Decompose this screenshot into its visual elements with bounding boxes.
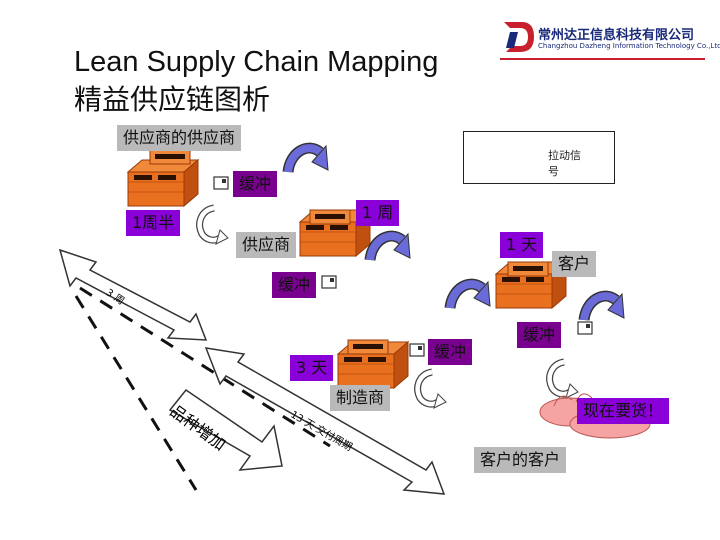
pull-signal-icon — [200, 208, 228, 244]
leadtime-label: 1 周 — [356, 200, 400, 226]
customer-of-customer-label: 客户的客户 — [474, 447, 567, 473]
kanban-card-icon — [409, 343, 425, 357]
customer-label: 客户 — [552, 251, 597, 277]
buffer-label: 缓冲 — [517, 322, 562, 348]
kanban-card-icon — [213, 176, 229, 190]
leadtime-label: 3 天 — [290, 355, 334, 381]
buffer-label: 缓冲 — [272, 272, 317, 298]
building-customer-icon — [507, 261, 549, 277]
flow-arrow-icon — [584, 294, 624, 320]
leadtime-3-weeks-arrow — [58, 248, 208, 341]
flow-arrow-icon — [450, 282, 490, 308]
page-title-chinese: 精益供应链图析 — [74, 83, 271, 116]
leadtime-13-days-arrow — [204, 347, 446, 495]
pull-signal-icon — [550, 362, 578, 398]
flow-arrow-icon — [370, 234, 410, 260]
kanban-card-icon — [321, 275, 337, 289]
logo-divider — [500, 58, 705, 60]
page-title-english: Lean Supply Chain Mapping — [74, 46, 439, 78]
company-name-en: Changzhou Dazheng Information Technology… — [538, 42, 720, 50]
building-supplier-of-supplier-icon — [149, 149, 191, 165]
flow-arrow-icon — [288, 146, 328, 172]
variety-dashed-line — [79, 286, 331, 448]
leadtime-label: 1 天 — [500, 232, 544, 258]
building-manufacturer-icon — [347, 339, 389, 355]
leadtime-label: 1周半 — [126, 210, 181, 236]
pull-signal-icon — [418, 372, 446, 408]
company-name-cn: 常州达正信息科技有限公司 — [538, 28, 695, 43]
kanban-card-icon — [577, 321, 593, 335]
manufacturer-label: 制造商 — [330, 385, 391, 411]
company-logo-icon — [504, 22, 534, 52]
building-supplier-icon — [309, 209, 351, 225]
legend-box — [463, 131, 615, 184]
factory-supplier-of-supplier-icon — [127, 159, 199, 207]
supplier-label: 供应商 — [236, 232, 297, 258]
supplier-of-supplier-label: 供应商的供应商 — [117, 125, 242, 151]
legend-label: 拉动信号 — [548, 149, 581, 178]
buffer-label: 缓冲 — [233, 171, 278, 197]
variety-increase-arrow — [168, 388, 283, 471]
buffer-label: 缓冲 — [428, 339, 473, 365]
callout-label: 现在要货！ — [577, 398, 670, 424]
